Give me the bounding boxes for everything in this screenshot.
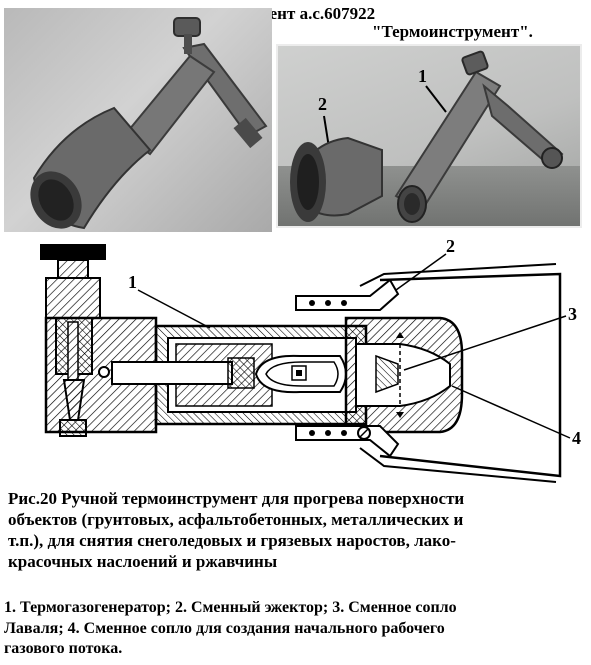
caption-line: объектов (грунтовых, асфальтобетонных, м… (8, 510, 464, 529)
caption-line: Рис.20 Ручной термоинструмент для прогре… (8, 489, 465, 508)
photo-assembled-tool (4, 8, 272, 232)
parts-photo-drawing: 1 2 (290, 50, 564, 223)
parts-legend: 1. Термогазогенератор; 2. Сменный эжекто… (4, 598, 591, 660)
caption-line: красочных наслоений и ржавчины (8, 552, 278, 571)
diagram-label-2: 2 (446, 236, 455, 256)
legend-line: Лаваля; 4. Сменное сопло для создания на… (4, 619, 445, 637)
cross-section-diagram: 1 2 3 4 (0, 234, 591, 484)
photo-label-1: 1 (418, 66, 427, 86)
cross-section-svg: 1 2 3 4 (40, 236, 581, 483)
diagram-label-3: 3 (568, 304, 577, 324)
legend-line: 1. Термогазогенератор; 2. Сменный эжекто… (4, 599, 457, 616)
tool-photo-drawing (30, 17, 268, 230)
legend-line: газового потока. (4, 640, 123, 657)
diagram-label-4: 4 (572, 428, 581, 448)
caption-line: т.п.), для снятия снеголедовых и грязевы… (8, 531, 456, 550)
tool-title: "Термоинструмент". (372, 22, 533, 41)
diagram-label-1: 1 (128, 272, 137, 292)
patent-number: Патент а.с.607922 (240, 4, 376, 23)
photo-disassembled-parts: 1 2 (276, 44, 582, 228)
figure-caption: Рис.20 Ручной термоинструмент для прогре… (8, 488, 588, 572)
photo-label-2: 2 (318, 94, 327, 114)
